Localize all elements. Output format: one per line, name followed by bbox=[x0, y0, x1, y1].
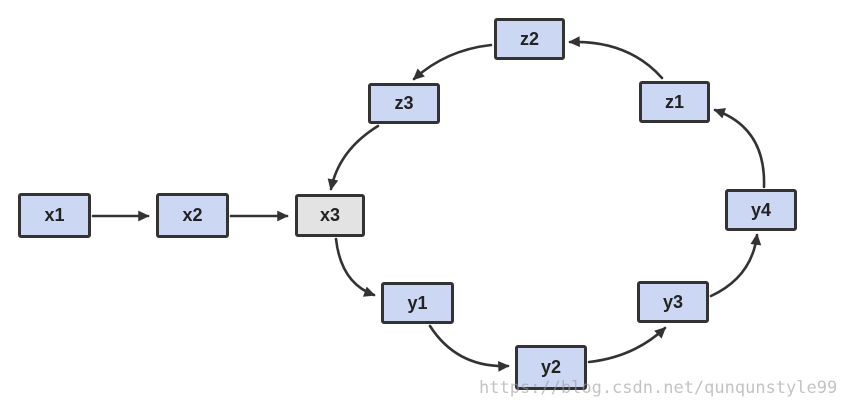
node-y1: y1 bbox=[381, 282, 454, 324]
node-x3-label: x3 bbox=[319, 205, 341, 225]
node-z3-label: z3 bbox=[394, 93, 414, 113]
edge-z1-z2 bbox=[568, 36, 664, 80]
edge-y4-z1 bbox=[713, 108, 766, 189]
node-z1: z1 bbox=[639, 81, 710, 123]
edge-z2-z3 bbox=[412, 43, 493, 81]
node-y3-label: y3 bbox=[662, 291, 684, 312]
node-y1-label: y1 bbox=[407, 292, 428, 313]
node-x2: x2 bbox=[156, 193, 229, 238]
node-x1-label: x1 bbox=[44, 205, 65, 225]
node-y3: y3 bbox=[637, 281, 709, 323]
node-z3: z3 bbox=[368, 83, 440, 124]
node-z2: z2 bbox=[494, 18, 565, 60]
node-y4-label: y4 bbox=[750, 199, 772, 220]
edge-y2-y3 bbox=[587, 326, 667, 364]
node-y2: y2 bbox=[515, 345, 587, 390]
node-x1: x1 bbox=[18, 193, 91, 238]
node-y4: y4 bbox=[725, 189, 797, 231]
node-x3: x3 bbox=[295, 194, 365, 237]
node-z1-label: z1 bbox=[664, 91, 684, 112]
node-z2-label: z2 bbox=[519, 28, 539, 49]
edge-y1-y2 bbox=[428, 324, 510, 372]
edge-y3-y4 bbox=[709, 233, 762, 298]
node-y2-label: y2 bbox=[540, 357, 562, 377]
edge-z3-x3 bbox=[327, 124, 380, 191]
edge-x3-y1 bbox=[334, 237, 376, 297]
node-x2-label: x2 bbox=[182, 205, 203, 225]
